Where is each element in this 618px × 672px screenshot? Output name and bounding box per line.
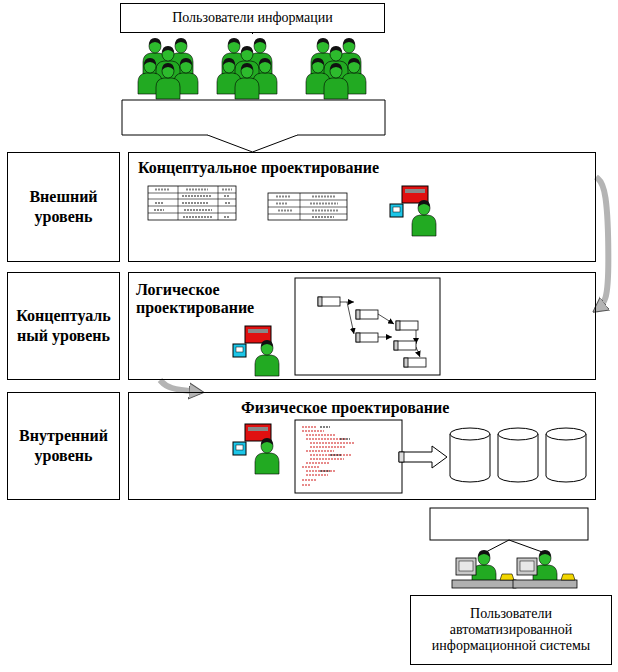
label-box: Пользователи автоматизированной информац… — [410, 595, 612, 665]
table-frame — [148, 186, 236, 220]
designer — [233, 326, 279, 376]
designer — [390, 186, 436, 236]
panel-title: Физическое проектирование — [241, 399, 581, 417]
flow-box — [318, 297, 340, 306]
flow-box — [394, 341, 416, 350]
connector — [252, 33, 253, 152]
block-arrow — [399, 446, 447, 468]
design-panel: Физическое проектирование — [128, 392, 596, 500]
flow-link — [347, 302, 354, 334]
user-group — [217, 38, 277, 99]
empty-box — [122, 100, 385, 135]
level-name: Внешний уровень — [12, 187, 115, 227]
cylinder — [498, 434, 538, 482]
panel-title: Концептуальное проектирование — [138, 159, 538, 177]
code-lines — [302, 427, 354, 485]
connector — [160, 380, 200, 392]
label-text: Пользователи информации — [172, 10, 333, 26]
cylinder-top — [498, 428, 538, 440]
flow-box — [404, 358, 426, 367]
level-box: Концептуальный уровень — [7, 272, 120, 380]
flow-link — [340, 302, 354, 303]
workstation — [452, 550, 516, 588]
table-grid — [148, 186, 236, 220]
label-text: Пользователи автоматизированной информац… — [417, 606, 605, 654]
level-box: Внутренний уровень — [7, 392, 120, 500]
model-frame — [295, 278, 440, 375]
flow-link — [416, 326, 417, 344]
design-panel: Концептуальное проектирование — [128, 152, 596, 262]
flow-links — [340, 302, 420, 357]
connector — [596, 177, 608, 310]
workstation — [513, 550, 577, 588]
empty-box-fill — [122, 100, 385, 135]
table-cells — [154, 190, 232, 218]
table-frame — [268, 193, 347, 220]
flow-link — [416, 347, 420, 357]
database-cylinders — [450, 428, 586, 482]
ground-patch — [121, 34, 386, 100]
cylinder-top — [450, 428, 490, 440]
panel-title: Логическое проектирование — [136, 281, 291, 318]
cylinder-top — [546, 428, 586, 440]
flow-link — [378, 337, 392, 338]
cylinder — [450, 434, 490, 482]
flow-box — [356, 333, 378, 342]
table-cells — [276, 197, 338, 218]
leader-lines — [484, 540, 545, 553]
block-arrow-tail — [399, 452, 404, 462]
designer — [233, 424, 279, 474]
flow-box — [396, 321, 418, 330]
level-name: Концептуальный уровень — [12, 306, 115, 346]
code-listing — [295, 420, 402, 493]
flow-box — [356, 310, 378, 319]
cylinder — [546, 434, 586, 482]
label-box: Пользователи информации — [120, 3, 385, 33]
flow-link — [378, 314, 394, 324]
level-box: Внешний уровень — [7, 152, 120, 262]
design-panel: Логическое проектирование — [128, 272, 596, 380]
user-group — [138, 38, 198, 99]
table-sketch — [148, 186, 347, 220]
code-lines — [320, 427, 350, 471]
table-grid — [268, 193, 347, 220]
user-group — [306, 38, 366, 99]
level-name: Внутренний уровень — [12, 426, 115, 466]
empty-box — [430, 508, 588, 540]
